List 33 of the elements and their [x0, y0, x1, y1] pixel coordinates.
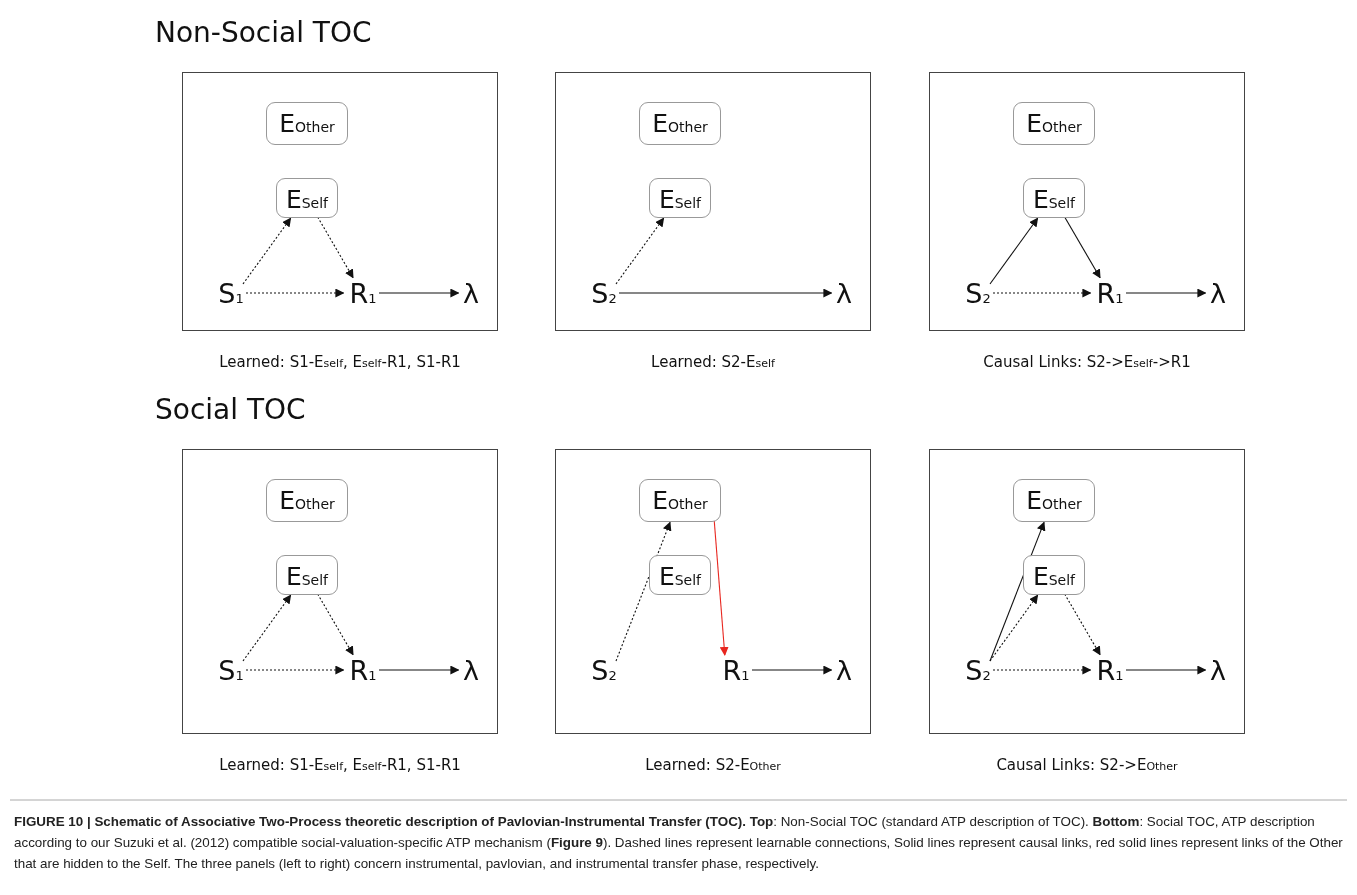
outcome-symbol: λ: [461, 657, 481, 685]
panel-frame: [929, 72, 1245, 331]
arrow: [245, 288, 345, 298]
arrow: [615, 217, 665, 285]
arrow: [242, 217, 292, 285]
arrow: [1125, 665, 1207, 675]
panel-frame: [555, 449, 871, 734]
panel-frame: [182, 449, 498, 734]
outcome-symbol: λ: [1208, 657, 1228, 685]
arrow: [989, 217, 1039, 285]
arrow: [615, 521, 672, 662]
arrow: [245, 665, 345, 675]
outcome-symbol: λ: [834, 280, 854, 308]
arrow: [1064, 216, 1101, 279]
outcome-symbol: λ: [834, 657, 854, 685]
arrow: [378, 288, 460, 298]
panel-frame: [929, 449, 1245, 734]
section-heading: Non-Social TOC: [155, 16, 372, 49]
panel-frame: [182, 72, 498, 331]
panel-frame: [555, 72, 871, 331]
arrow: [242, 594, 292, 662]
arrow: [378, 665, 460, 675]
arrow: [751, 665, 833, 675]
arrow: [618, 288, 833, 298]
figure-caption: FIGURE 10 | Schematic of Associative Two-Process theoretic description of Pavlovian-Instrumental Transfer (TOC). Top: Non-Social TOC (standard ATP description of TOC). Bottom: Social TOC, ATP description according to our Suzuki et al. (2012) compatible social-valuation-specific ATP mechanism (Figure 9). Dashed lines represent learnable connections, Solid lines represent causal links, red solid lines represent links of the Other that are hidden to the Self. The three panels (left to right) concern instrumental, pavlovian, and instrumental transfer phase, respectively.: [14, 813, 1344, 873]
arrow: [992, 665, 1092, 675]
arrow: [1125, 288, 1207, 298]
arrow: [992, 288, 1092, 298]
outcome-symbol: λ: [1208, 280, 1228, 308]
arrow: [713, 520, 729, 656]
arrow: [989, 594, 1039, 662]
outcome-symbol: λ: [461, 280, 481, 308]
section-heading: Social TOC: [155, 393, 306, 426]
